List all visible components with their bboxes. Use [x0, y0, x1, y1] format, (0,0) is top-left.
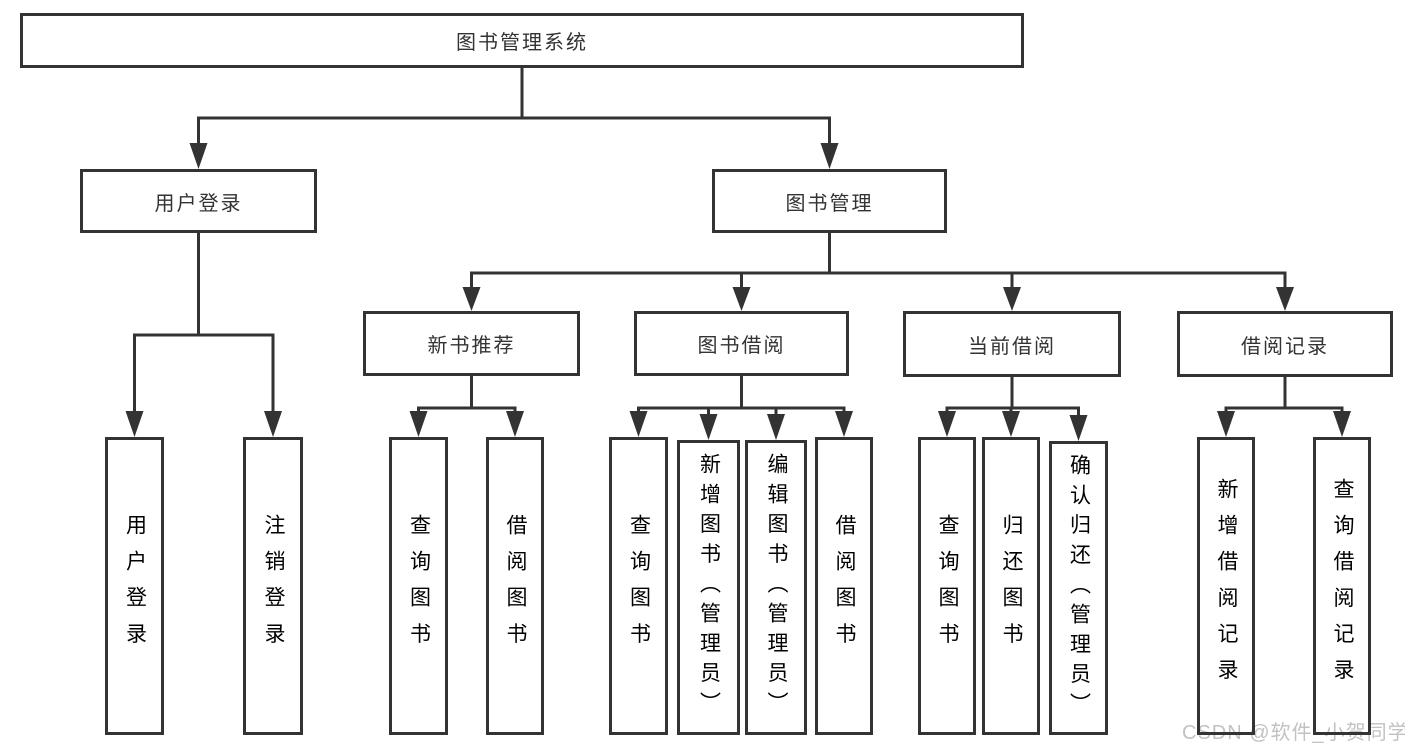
leaf-return-books: 归还图书	[982, 437, 1040, 735]
leaf-confirm-return-admin: 确认归还（管理员）	[1049, 441, 1108, 735]
node-book-management: 图书管理	[712, 169, 947, 233]
node-new-book-recommendation: 新书推荐	[363, 311, 580, 376]
leaf-query-borrow-record: 查询借阅记录	[1313, 437, 1371, 735]
node-label: 查询图书	[936, 513, 959, 659]
leaf-borrow-books-recommend: 借阅图书	[486, 437, 544, 735]
leaf-borrow-books: 借阅图书	[815, 437, 873, 735]
node-label: 查询图书	[407, 513, 431, 659]
node-label: 新增图书（管理员）	[697, 453, 721, 722]
node-library-system: 图书管理系统	[20, 13, 1024, 68]
node-label: 用户登录	[154, 192, 243, 215]
branch-user-login	[125, 231, 282, 437]
node-book-borrowing: 图书借阅	[634, 311, 849, 376]
leaf-query-books-borrow: 查询图书	[609, 437, 668, 735]
node-label: 图书管理系统	[456, 32, 588, 54]
branch-root	[189, 66, 839, 169]
leaf-user-login: 用户登录	[105, 437, 164, 735]
leaf-logout: 注销登录	[243, 437, 303, 735]
leaf-query-books-current: 查询图书	[918, 437, 976, 735]
node-label: 新增借阅记录	[1215, 477, 1238, 695]
leaf-add-books-admin: 新增图书（管理员）	[677, 440, 740, 735]
node-label: 图书借阅	[697, 335, 786, 357]
branch-new-book-recommendation	[409, 374, 524, 437]
node-label: 归还图书	[1000, 513, 1023, 659]
node-borrowing-records: 借阅记录	[1177, 311, 1393, 377]
leaf-edit-books-admin: 编辑图书（管理员）	[745, 440, 807, 735]
node-label: 编辑图书（管理员）	[765, 453, 788, 722]
csdn-watermark: CSDN @软件_小贺同学	[1182, 722, 1405, 744]
branch-book-management	[462, 231, 1294, 311]
node-label: 借阅记录	[1241, 335, 1329, 358]
node-label: 注销登录	[262, 513, 285, 659]
node-label: 新书推荐	[427, 335, 516, 357]
branch-book-borrowing	[629, 374, 853, 440]
node-label: 查询借阅记录	[1331, 477, 1354, 695]
node-label: 图书管理	[785, 192, 874, 215]
node-current-borrowing: 当前借阅	[903, 311, 1121, 377]
node-label: 查询图书	[627, 513, 651, 659]
branch-current-borrowing	[938, 375, 1088, 441]
leaf-add-borrow-record: 新增借阅记录	[1197, 437, 1255, 735]
node-label: 用户登录	[123, 513, 147, 659]
node-label: 确认归还（管理员）	[1067, 453, 1091, 723]
node-user-login: 用户登录	[80, 169, 317, 233]
node-label: 借阅图书	[504, 513, 527, 659]
leaf-query-books-recommend: 查询图书	[389, 437, 448, 735]
node-label: 当前借阅	[968, 335, 1056, 358]
node-label: 借阅图书	[833, 513, 856, 659]
branch-borrowing-records	[1217, 375, 1351, 437]
